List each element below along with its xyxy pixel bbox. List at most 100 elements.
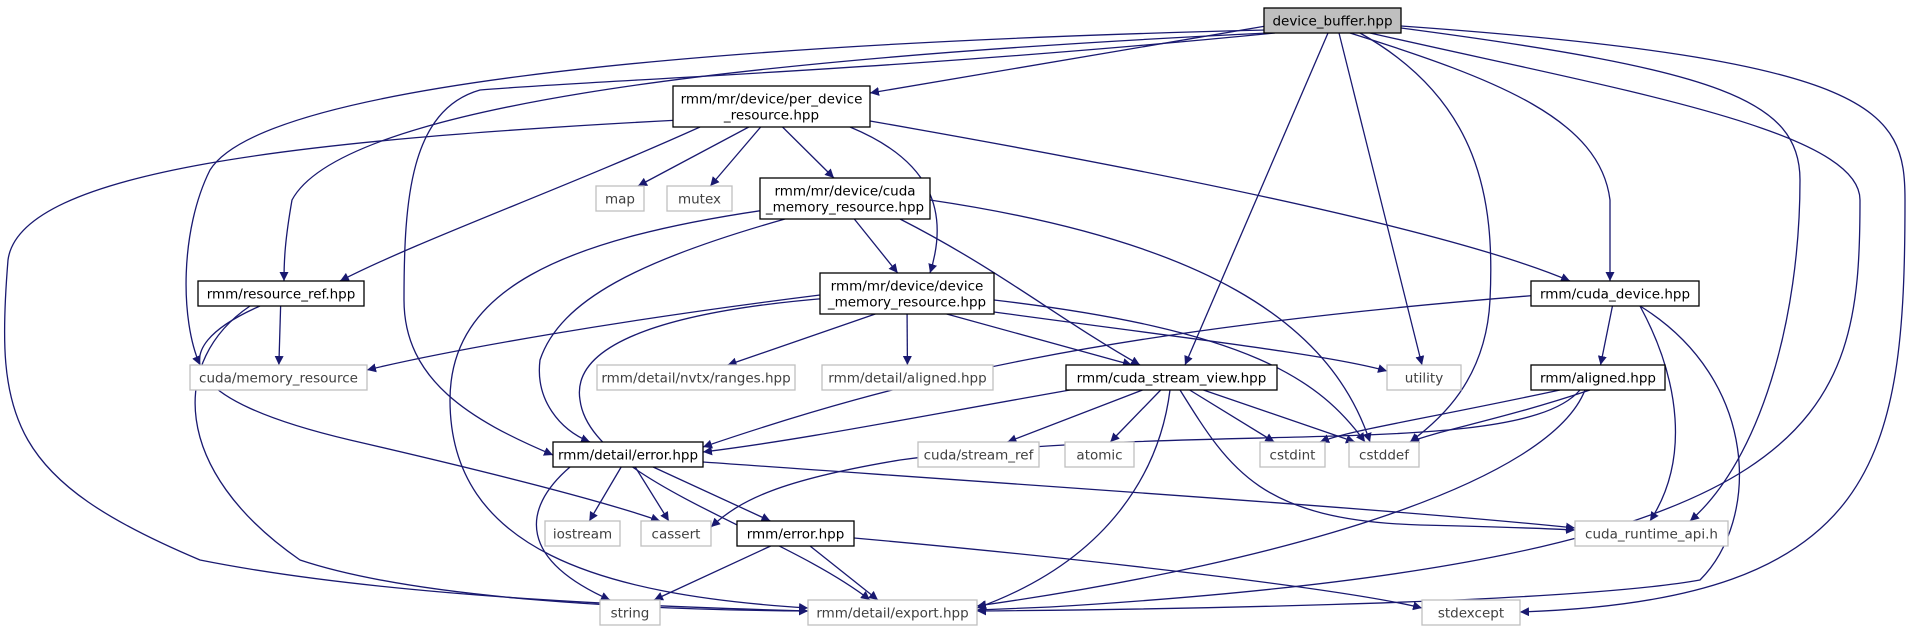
node-cstdint: cstdint — [1259, 441, 1326, 468]
node-string: string — [599, 599, 661, 626]
node-label: _memory_resource.hpp — [827, 295, 986, 311]
node-device-mr[interactable]: rmm/mr/device/device_memory_resource.hpp — [819, 272, 995, 315]
edge-stream-view-to-atomic — [1109, 389, 1162, 443]
node-resource-ref[interactable]: rmm/resource_ref.hpp — [197, 280, 365, 307]
edge-cuda-device-to-export — [976, 305, 1741, 616]
edge-rmm-error-to-stdexcept — [853, 537, 1423, 611]
node-export: rmm/detail/export.hpp — [807, 599, 978, 626]
node-box — [1348, 441, 1420, 468]
edge-per-device-to-mutex — [709, 126, 762, 187]
edge-device-mr-to-nvtx — [727, 313, 876, 367]
edge-stream-view-to-stream-ref — [1007, 389, 1143, 443]
node-runtime-api: cuda_runtime_api.h — [1574, 520, 1729, 547]
node-label: rmm/detail/nvtx/ranges.hpp — [601, 371, 790, 387]
node-box — [821, 364, 994, 391]
node-cuda-device[interactable]: rmm/cuda_device.hpp — [1530, 280, 1700, 307]
edge-device-buffer-to-resource-ref — [279, 32, 1269, 282]
edge-device-buffer-to-stdexcept — [1400, 25, 1906, 617]
node-label: rmm/cuda_stream_view.hpp — [1077, 371, 1267, 387]
edge-cuda-mr-to-error-detail — [538, 218, 786, 443]
node-box — [552, 441, 704, 468]
edge-cuda-mr-to-stream-view — [899, 218, 1141, 366]
node-rmm-aligned[interactable]: rmm/aligned.hpp — [1530, 364, 1666, 391]
edge-cuda-mr-to-device-mr — [853, 218, 899, 274]
edge-rmm-aligned-to-cstddef — [1409, 389, 1591, 443]
edge-per-device-to-cuda-device — [869, 120, 1571, 282]
edge-device-buffer-to-error-detail — [403, 32, 1276, 456]
node-cstddef: cstddef — [1348, 441, 1420, 468]
node-stdexcept: stdexcept — [1421, 599, 1521, 626]
node-box — [197, 280, 365, 307]
node-stream-view[interactable]: rmm/cuda_stream_view.hpp — [1065, 364, 1278, 391]
node-label: cassert — [652, 527, 701, 543]
node-device-buffer[interactable]: device_buffer.hpp — [1263, 7, 1402, 34]
node-box — [1530, 364, 1666, 391]
node-box — [189, 364, 368, 391]
edge-stream-view-to-export — [976, 389, 1171, 610]
edge-error-detail-to-iostream — [588, 466, 622, 522]
node-label: cuda/memory_resource — [199, 371, 358, 387]
edge-device-buffer-to-cuda-device — [1349, 32, 1615, 281]
edge-error-detail-to-runtime-api — [702, 461, 1576, 532]
node-box — [599, 599, 661, 626]
edge-per-device-to-export — [3, 119, 809, 616]
edge-per-device-to-cuda-mr — [782, 126, 835, 179]
edge-rmm-error-to-string — [653, 545, 771, 601]
edge-device-buffer-to-stream-view — [1184, 32, 1329, 366]
edge-cuda-mr-to-cstddef — [929, 199, 1372, 443]
node-mutex: mutex — [666, 185, 733, 212]
node-label: iostream — [553, 527, 612, 543]
node-label: rmm/detail/export.hpp — [816, 606, 968, 622]
edge-cuda-device-to-error-detail — [702, 294, 1541, 449]
edge-stream-view-to-cstdint — [1189, 389, 1275, 443]
node-label: cstddef — [1359, 448, 1410, 464]
node-label: rmm/aligned.hpp — [1540, 371, 1656, 387]
edge-stream-view-to-cstddef — [1203, 389, 1356, 444]
node-atomic: atomic — [1064, 441, 1135, 468]
node-label: utility — [1405, 371, 1443, 387]
node-label: cuda_runtime_api.h — [1585, 527, 1718, 543]
edge-device-mr-to-stream-view — [946, 313, 1132, 367]
edge-resource-ref-to-cassert — [199, 305, 661, 523]
node-stream-ref: cuda/stream_ref — [917, 441, 1040, 468]
edge-device-buffer-to-per-device — [869, 25, 1267, 96]
node-box — [672, 85, 871, 128]
edge-error-detail-to-rmm-error — [652, 466, 771, 522]
edge-device-buffer-to-cstddef — [1359, 32, 1492, 443]
node-label: rmm/detail/aligned.hpp — [828, 371, 986, 387]
node-box — [819, 272, 995, 315]
node-label: stdexcept — [1438, 606, 1504, 622]
node-label: rmm/cuda_device.hpp — [1540, 287, 1690, 303]
node-label: rmm/mr/device/per_device — [681, 92, 863, 108]
edge-error-detail-to-string — [535, 466, 611, 601]
node-error-detail[interactable]: rmm/detail/error.hpp — [552, 441, 704, 468]
node-label: rmm/mr/device/device — [831, 279, 984, 295]
node-box — [1574, 520, 1729, 547]
edge-device-buffer-to-cuda-memres — [185, 29, 1267, 366]
edge-stream-view-to-error-detail — [702, 389, 1071, 456]
node-box — [1530, 280, 1700, 307]
edge-stream-view-to-runtime-api — [1179, 389, 1576, 534]
node-cuda-mr[interactable]: rmm/mr/device/cuda_memory_resource.hpp — [759, 177, 931, 220]
node-label: cstdint — [1270, 448, 1316, 464]
node-box — [1259, 441, 1326, 468]
node-box — [759, 177, 931, 220]
edge-cuda-device-to-runtime-api — [1639, 305, 1677, 522]
node-per-device[interactable]: rmm/mr/device/per_device_resource.hpp — [672, 85, 871, 128]
edge-device-mr-to-cstddef — [993, 299, 1366, 443]
node-label: rmm/detail/error.hpp — [558, 448, 698, 464]
edge-device-mr-to-cuda-memres — [366, 294, 821, 373]
node-label: cuda/stream_ref — [924, 448, 1035, 464]
node-box — [917, 441, 1040, 468]
node-map: map — [595, 185, 645, 212]
edge-per-device-to-resource-ref — [339, 126, 701, 282]
node-cuda-memres: cuda/memory_resource — [189, 364, 368, 391]
edge-resource-ref-to-export — [194, 305, 809, 616]
node-rmm-error[interactable]: rmm/error.hpp — [736, 520, 855, 547]
node-utility: utility — [1386, 364, 1462, 391]
node-label: string — [611, 606, 650, 622]
node-label: atomic — [1076, 448, 1122, 464]
node-label: _memory_resource.hpp — [765, 200, 924, 216]
edge-device-buffer-to-export — [976, 32, 1861, 615]
node-box — [640, 520, 712, 547]
